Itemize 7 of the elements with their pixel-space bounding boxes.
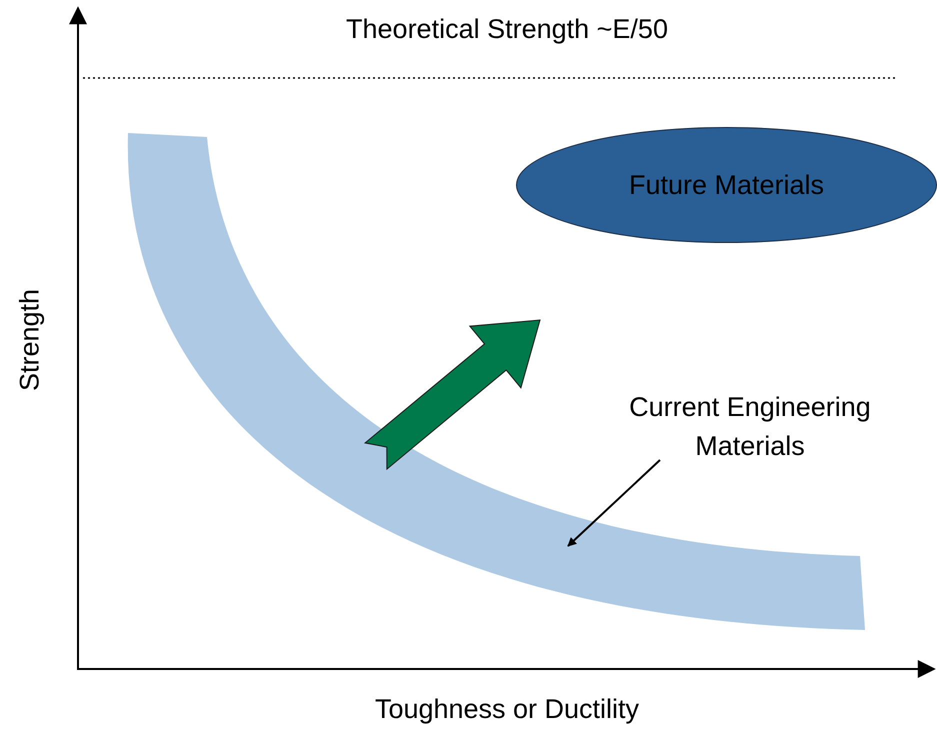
callout-text: Current Engineering Materials <box>590 388 910 466</box>
block-arrow <box>364 319 541 470</box>
axis-title: Toughness or Ductility <box>374 694 640 725</box>
limit-label: Theoretical Strength ~E/50 <box>346 14 668 45</box>
node-label: Future Materials <box>628 170 824 200</box>
arrow <box>567 459 661 547</box>
axis-title: Strength <box>14 288 46 392</box>
